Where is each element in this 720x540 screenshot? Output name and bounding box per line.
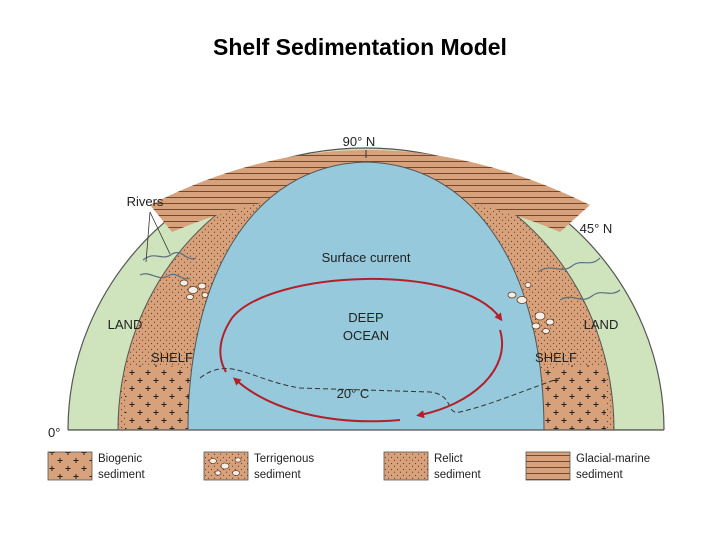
north-pole-label: 90° N	[343, 134, 376, 149]
page-title: Shelf Sedimentation Model	[213, 34, 507, 60]
legend-item-biogenic: Biogenic sediment	[47, 451, 145, 481]
legend-item-terrigenous: Terrigenous sediment	[203, 451, 314, 481]
deep-ocean-region	[187, 161, 545, 430]
rivers-label: Rivers	[127, 194, 164, 209]
legend-label: Biogenic	[98, 453, 142, 465]
rivers-leader-1	[145, 211, 151, 263]
river-right-1	[537, 257, 601, 273]
river-right-2	[559, 289, 621, 301]
legend-label: Glacial-marine	[576, 453, 650, 465]
pebble-pattern-icon	[203, 451, 249, 481]
deep-ocean-label-line2: OCEAN	[343, 328, 389, 343]
legend: Biogenic sediment Terrigenous sediment R…	[47, 451, 650, 481]
legend-label: Relict	[434, 453, 464, 465]
legend-label: Terrigenous	[254, 453, 314, 465]
legend-item-relict: Relict sediment	[383, 451, 481, 481]
terrigenous-pebbles-left	[179, 279, 209, 300]
biogenic-patch-right	[540, 364, 606, 430]
legend-sublabel: sediment	[98, 469, 145, 481]
legend-sublabel: sediment	[254, 469, 301, 481]
river-left-2	[139, 273, 191, 280]
legend-item-glacial-marine: Glacial-marine sediment	[525, 451, 650, 481]
surface-current-arrow-top	[231, 278, 503, 322]
surface-current-arrow-bottom	[232, 377, 401, 423]
mid-latitude-label: 45° N	[580, 221, 613, 236]
dot-pattern-icon	[383, 451, 429, 481]
equator-label: 0°	[48, 425, 60, 440]
biogenic-patch-left	[125, 364, 196, 430]
surface-current-arrow-right	[416, 329, 503, 419]
terrigenous-pebbles-right	[507, 282, 555, 334]
legend-sublabel: sediment	[434, 469, 481, 481]
surface-current-arrow-left	[219, 317, 233, 373]
land-label-right: LAND	[584, 317, 619, 332]
plus-pattern-icon	[47, 451, 93, 481]
surface-current-label: Surface current	[322, 250, 411, 265]
river-left-1	[142, 252, 197, 261]
rivers-leader-2	[149, 211, 171, 255]
isotherm-line	[199, 368, 561, 413]
deep-ocean-label-line1: DEEP	[348, 310, 383, 325]
shelf-label-right: SHELF	[535, 350, 577, 365]
shelf-label-left: SHELF	[151, 350, 193, 365]
legend-sublabel: sediment	[576, 469, 623, 481]
land-label-left: LAND	[108, 317, 143, 332]
stripe-pattern-icon	[525, 451, 571, 481]
isotherm-label: 20° C	[337, 386, 370, 401]
